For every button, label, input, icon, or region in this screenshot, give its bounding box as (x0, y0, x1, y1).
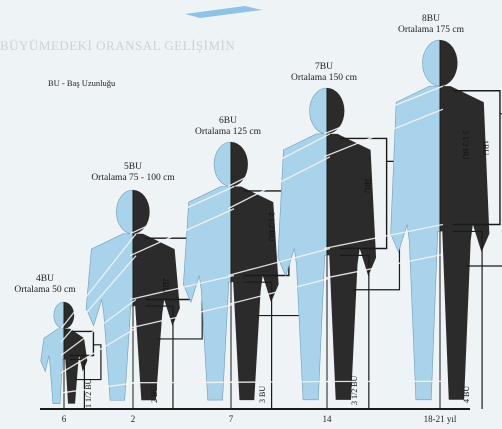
figure-5-average: Ortalama 175 cm (376, 25, 486, 36)
brush-stroke (185, 6, 262, 18)
figure-5-label: 8BU Ortalama 175 cm (376, 14, 486, 36)
figure-2-count: 5BU (78, 162, 188, 173)
figure-2 (86, 190, 202, 409)
leg-label-5: 4 BU (462, 386, 471, 403)
age-tick-5: 18-21 yıl (424, 414, 457, 424)
side-label-5: 1BU (481, 140, 490, 155)
leg-label-1: 1 1/2 BU (84, 379, 93, 408)
figure-2-label: 5BU Ortalama 75 - 100 cm (78, 162, 188, 184)
figure-4-average: Ortalama 150 cm (274, 73, 374, 84)
figure-4-body-light (278, 134, 327, 400)
side-label-3: 3BU (363, 178, 372, 193)
age-tick-3: 7 (229, 414, 234, 424)
figure-3-average: Ortalama 125 cm (178, 127, 278, 138)
figure-1-label: 4BU Ortalama 50 cm (0, 274, 90, 296)
figure-2-head-dark (133, 190, 150, 234)
age-tick-1: 6 (62, 414, 67, 424)
figure-5-body-light (391, 86, 440, 400)
figure-4 (278, 88, 400, 409)
side-label-2: 2 1/2 BU (267, 212, 276, 241)
figure-2-body-light (86, 234, 133, 400)
side-label-4: 3 1/2 BU (461, 130, 470, 159)
leg-label-3: 3 BU (258, 386, 267, 403)
figure-5-head-light (422, 40, 440, 86)
figure-3-count: 6BU (178, 116, 278, 127)
figure-3-head-dark (231, 142, 248, 187)
figure-5 (391, 40, 502, 409)
figure-1-head-light (54, 302, 64, 329)
figure-4-label: 7BU Ortalama 150 cm (274, 62, 374, 84)
figure-2-average: Ortalama 75 - 100 cm (78, 173, 188, 184)
figure-3-body-light (183, 187, 231, 401)
figure-4-head-light (310, 88, 327, 134)
figure-4-count: 7BU (274, 62, 374, 73)
age-tick-2: 2 (131, 414, 136, 424)
leg-label-2: 2 BU (150, 386, 159, 403)
figure-2-head-light (116, 190, 133, 234)
figure-5-head-dark (440, 40, 458, 86)
side-label-1: 2BU (161, 278, 170, 293)
figure-1-body-light (41, 329, 64, 404)
figure-3-label: 6BU Ortalama 125 cm (178, 116, 278, 138)
legend-text: BU - Baş Uzunluğu (48, 78, 115, 88)
figure-3-head-light (214, 142, 231, 187)
proportion-line (228, 381, 330, 382)
figure-5-count: 8BU (376, 14, 486, 25)
figure-1-average: Ortalama 50 cm (0, 285, 90, 296)
leg-label-4: 3 1/2 BU (350, 376, 359, 405)
age-tick-4: 14 (323, 414, 332, 424)
figure-1-count: 4BU (0, 274, 90, 285)
figure-1-head-dark (64, 302, 74, 329)
